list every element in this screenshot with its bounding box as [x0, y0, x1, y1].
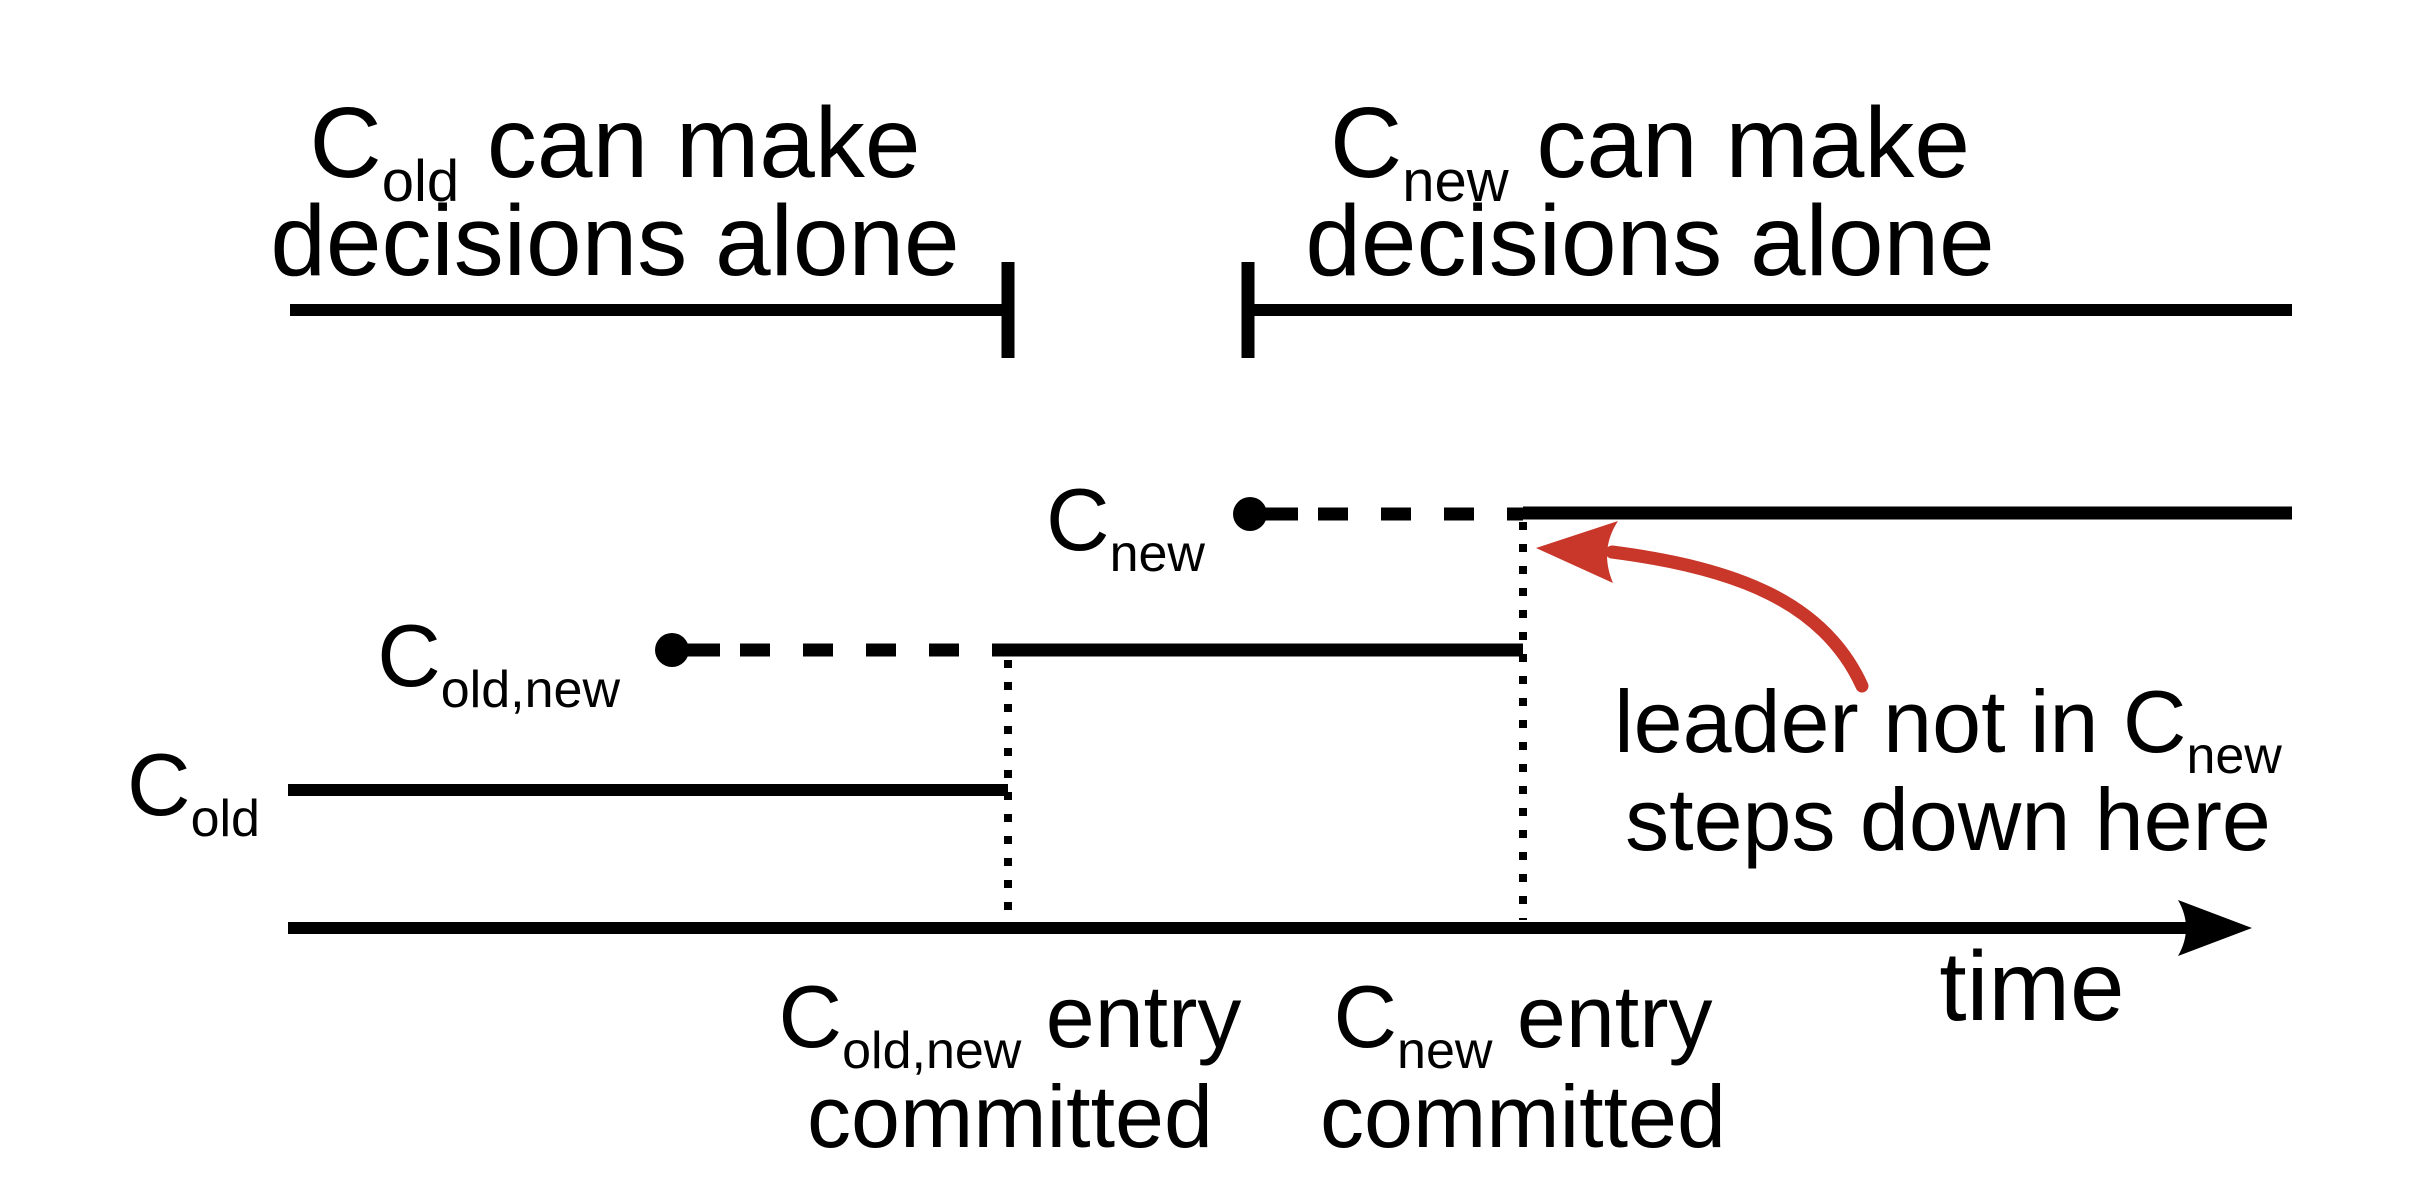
coldnew-commit-rest: entry — [1021, 967, 1241, 1066]
leader-annotation-line2: steps down here — [1625, 770, 2271, 869]
heading-cnew-symbol: C — [1330, 87, 1402, 199]
heading-cold-line2: decisions alone — [270, 185, 959, 297]
coldnew-row-symbol: C — [377, 606, 441, 705]
red-curved-arrow — [1605, 545, 1869, 693]
cnew-commit-caption-line1: Cnew entry — [1333, 967, 1712, 1080]
coldnew-row-subscript: old,new — [441, 661, 621, 719]
cnew-commit-subscript: new — [1397, 1022, 1493, 1080]
heading-cnew-line2: decisions alone — [1305, 185, 1994, 297]
leader-annotation-subscript: new — [2186, 727, 2282, 785]
coldnew-commit-caption-line1: Cold,new entry — [779, 967, 1242, 1080]
coldnew-commit-symbol: C — [779, 967, 843, 1066]
coldnew-commit-caption-line2: committed — [807, 1067, 1213, 1166]
cnew-commit-symbol: C — [1333, 967, 1397, 1066]
cnew-commit-caption-line2: committed — [1320, 1067, 1726, 1166]
time-axis-label: time — [1939, 931, 2124, 1041]
heading-cold-symbol: C — [310, 87, 382, 199]
leader-annotation-pre: leader not in — [1614, 672, 2123, 771]
red-arrowhead-icon — [1536, 521, 1618, 583]
heading-cold-subscript: old — [382, 149, 459, 214]
coldnew-row-label: Cold,new — [377, 606, 620, 719]
cnew-row-subscript: new — [1110, 525, 1206, 583]
cnew-entry-created-dot — [1233, 497, 1267, 531]
heading-cnew-rest: can make — [1509, 87, 1970, 199]
heading-cold-line1: Cold can make — [310, 87, 921, 214]
time-axis-arrowhead-icon — [2178, 900, 2252, 956]
coldnew-commit-subscript: old,new — [842, 1022, 1022, 1080]
heading-cold-rest: can make — [459, 87, 920, 199]
coldnew-entry-created-dot — [655, 633, 689, 667]
cold-row-subscript: old — [191, 790, 260, 848]
leader-annotation-symbol: C — [2123, 672, 2187, 771]
heading-cnew-line1: Cnew can make — [1330, 87, 1970, 214]
cold-row-label: Cold — [127, 735, 260, 848]
leader-annotation-line1: leader not in Cnew — [1614, 672, 2282, 785]
cnew-row-symbol: C — [1046, 470, 1110, 569]
cnew-row-label: Cnew — [1046, 470, 1205, 583]
cnew-commit-rest: entry — [1492, 967, 1712, 1066]
cold-row-symbol: C — [127, 735, 191, 834]
heading-cnew-subscript: new — [1402, 149, 1510, 214]
